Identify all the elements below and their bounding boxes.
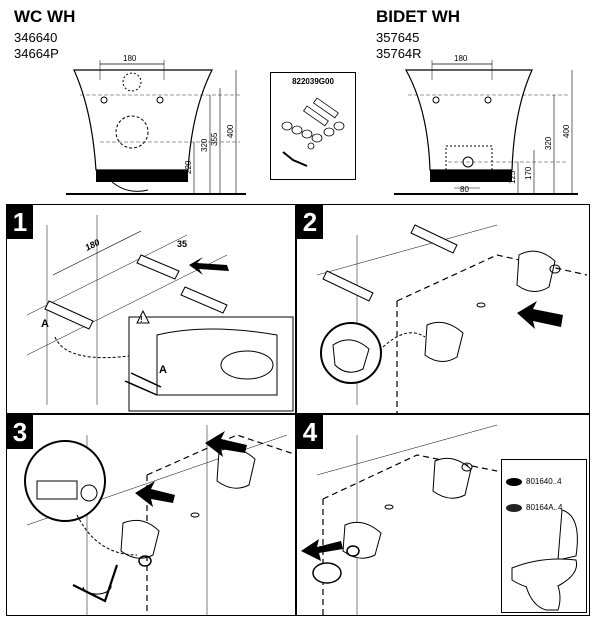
wc-title: WC WH (14, 7, 76, 26)
wc-code-2: 34664P (14, 46, 59, 61)
wc-dim-320: 320 (200, 138, 209, 152)
step-1-detail-label-a: A (159, 364, 167, 376)
bidet-dim-320: 320 (544, 136, 553, 150)
part-code-1: 801640..4 (526, 477, 562, 486)
bidet-dim-width: 180 (454, 54, 468, 63)
bidet-code-1: 357645 (376, 30, 420, 45)
part-code-2: 80164A..4 (526, 503, 563, 512)
step-2-illustration (316, 224, 588, 413)
step-1-label-a: A (41, 318, 49, 330)
step-3-illustration (24, 425, 295, 615)
toilet-seat-illustration (506, 478, 578, 611)
wc-code-1: 346640 (14, 30, 58, 45)
wc-dim-400: 400 (226, 124, 235, 138)
step-2-number: 2 (297, 205, 323, 239)
kit-parts-illustration (281, 97, 345, 167)
step-4-number: 4 (297, 415, 323, 449)
step-1-illustration: 180 35 A ! A (26, 215, 294, 412)
step-4-product-inset: 801640..4 80164A..4 (501, 459, 587, 613)
bidet-dimension-drawing: 180 80 125 170 320 400 (394, 54, 578, 195)
kit-code: 822039G00 (292, 77, 334, 86)
step-1-dim-offset: 35 (177, 239, 187, 249)
bidet-dim-400: 400 (562, 124, 571, 138)
step-1-dim-spacing: 180 (83, 237, 101, 253)
bidet-dim-80: 80 (460, 185, 469, 194)
svg-text:!: ! (140, 315, 143, 324)
step-2-panel: 2 (296, 204, 590, 414)
bidet-code-2: 35764R (376, 46, 422, 61)
wc-dim-width: 180 (123, 54, 137, 63)
step-3-number: 3 (7, 415, 33, 449)
step-1-number: 1 (7, 205, 33, 239)
bidet-title: BIDET WH (376, 7, 461, 26)
bidet-dim-170: 170 (524, 166, 533, 180)
step-1-panel: 1 180 35 A ! A (6, 204, 296, 414)
wc-dimension-drawing: 180 220 320 355 400 (66, 54, 246, 195)
step-4-illustration (301, 424, 498, 615)
bidet-dim-125: 125 (508, 170, 517, 184)
kit-box: 822039G00 (270, 72, 356, 180)
step-3-panel: 3 (6, 414, 296, 616)
step-4-panel: 4 801640..4 80164A..4 (296, 414, 590, 616)
wc-dim-220: 220 (184, 160, 193, 174)
wc-dim-355: 355 (210, 132, 219, 146)
